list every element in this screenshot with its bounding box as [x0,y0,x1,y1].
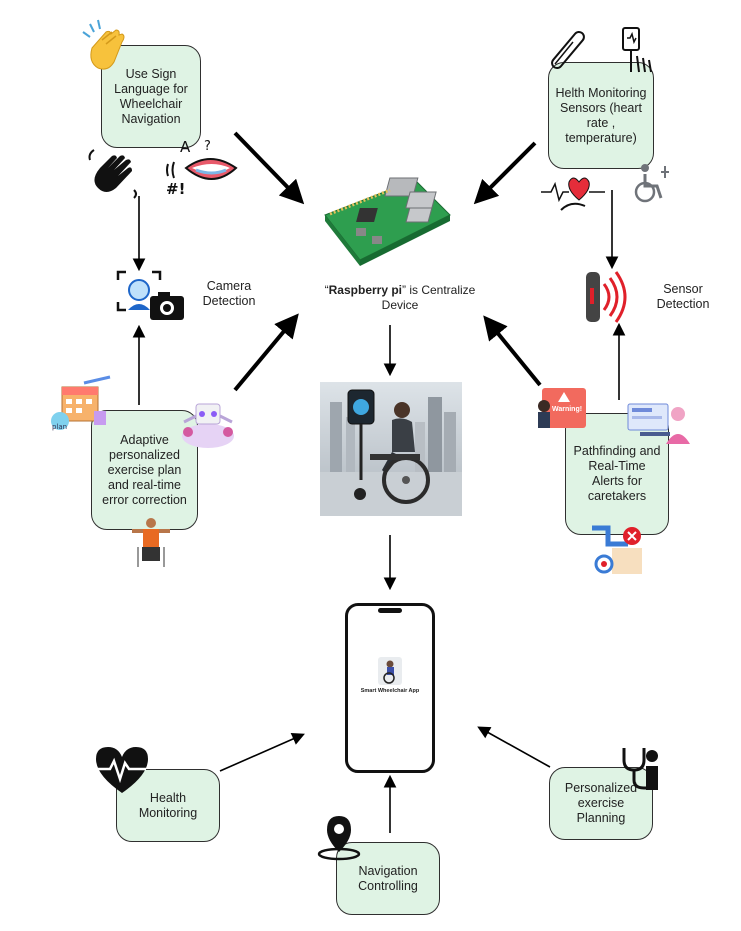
stethoscope-icon [622,748,658,790]
raspberry-pi-board-icon [324,177,451,266]
arrow-exercise-to-app [477,726,551,768]
pathfinding-route-icon [592,525,642,574]
health-sensors-box: Helth Monitoring Sensors (heart rate , t… [548,62,654,169]
arrow-health-to-app [219,732,305,772]
svg-text:plan: plan [52,423,67,431]
svg-text:A: A [180,138,191,156]
proximity-sensor-icon [586,271,627,323]
svg-text:#!: #! [166,180,185,198]
exercise-planning-box: Personalized exercise Planning [549,767,653,840]
arrow-sign-to-pi [233,131,305,205]
adaptive-exercise-text: Adaptive personalized exercise plan and … [102,432,187,507]
arrow-pathfinding-to-pi [483,315,542,387]
exercise-robot-icon [182,403,234,448]
arrow-sensors-to-pi [473,141,537,205]
raspberry-pi-label: “Raspberry pi” is Centralize Device [324,283,476,312]
smart-wheelchair-photo [320,382,462,516]
wheelchair-app-logo-icon [383,660,395,684]
speaking-mouth-icon: A ? #! [166,138,238,198]
phone-app-name: Smart Wheelchair App [360,688,420,694]
thermometer-icon [551,30,585,70]
camera-face-detection-icon [116,270,184,320]
warning-alert-icon: Warning! [536,384,588,432]
navigation-text: Navigation Controlling [358,863,418,893]
sensor-detection-label: Sensor Detection [656,282,710,311]
health-monitoring-text: Health Monitoring [138,790,198,820]
location-pin-icon [317,816,361,861]
phone-app-icon[interactable] [378,657,402,685]
heart-monitor-icon [541,177,605,211]
sign-language-box: Use Sign Language for Wheelchair Navigat… [101,45,201,148]
smartphone-frame: Smart Wheelchair App [345,603,435,773]
warning-alert-text: Warning! [552,406,583,413]
adaptive-exercise-box: Adaptive personalized exercise plan and … [91,410,198,530]
accessibility-touch-icon [634,164,669,203]
caretaker-laptop-icon [627,403,690,444]
raspberry-pi-name: Raspberry pi [328,283,402,297]
phone-notch [378,608,402,613]
heartbeat-icon [96,747,148,793]
wheelchair-exercise-person-icon [132,518,170,567]
pathfinding-text: Pathfinding and Real-Time Alerts for car… [573,444,661,503]
navigation-box: Navigation Controlling [336,842,440,915]
waving-hand-icon [88,149,137,199]
exercise-planning-text: Personalized exercise Planning [564,781,638,825]
svg-text:?: ? [204,139,211,154]
arrow-adaptive-to-pi [233,313,299,392]
clapping-hands-icon [82,19,125,70]
iv-drip-icon [622,27,652,73]
sign-language-text: Use Sign Language for Wheelchair Navigat… [114,66,188,126]
health-sensors-text: Helth Monitoring Sensors (heart rate , t… [555,85,647,145]
calendar-exercise-icon: plan [51,375,111,431]
camera-detection-label: Camera Detection [202,279,256,308]
